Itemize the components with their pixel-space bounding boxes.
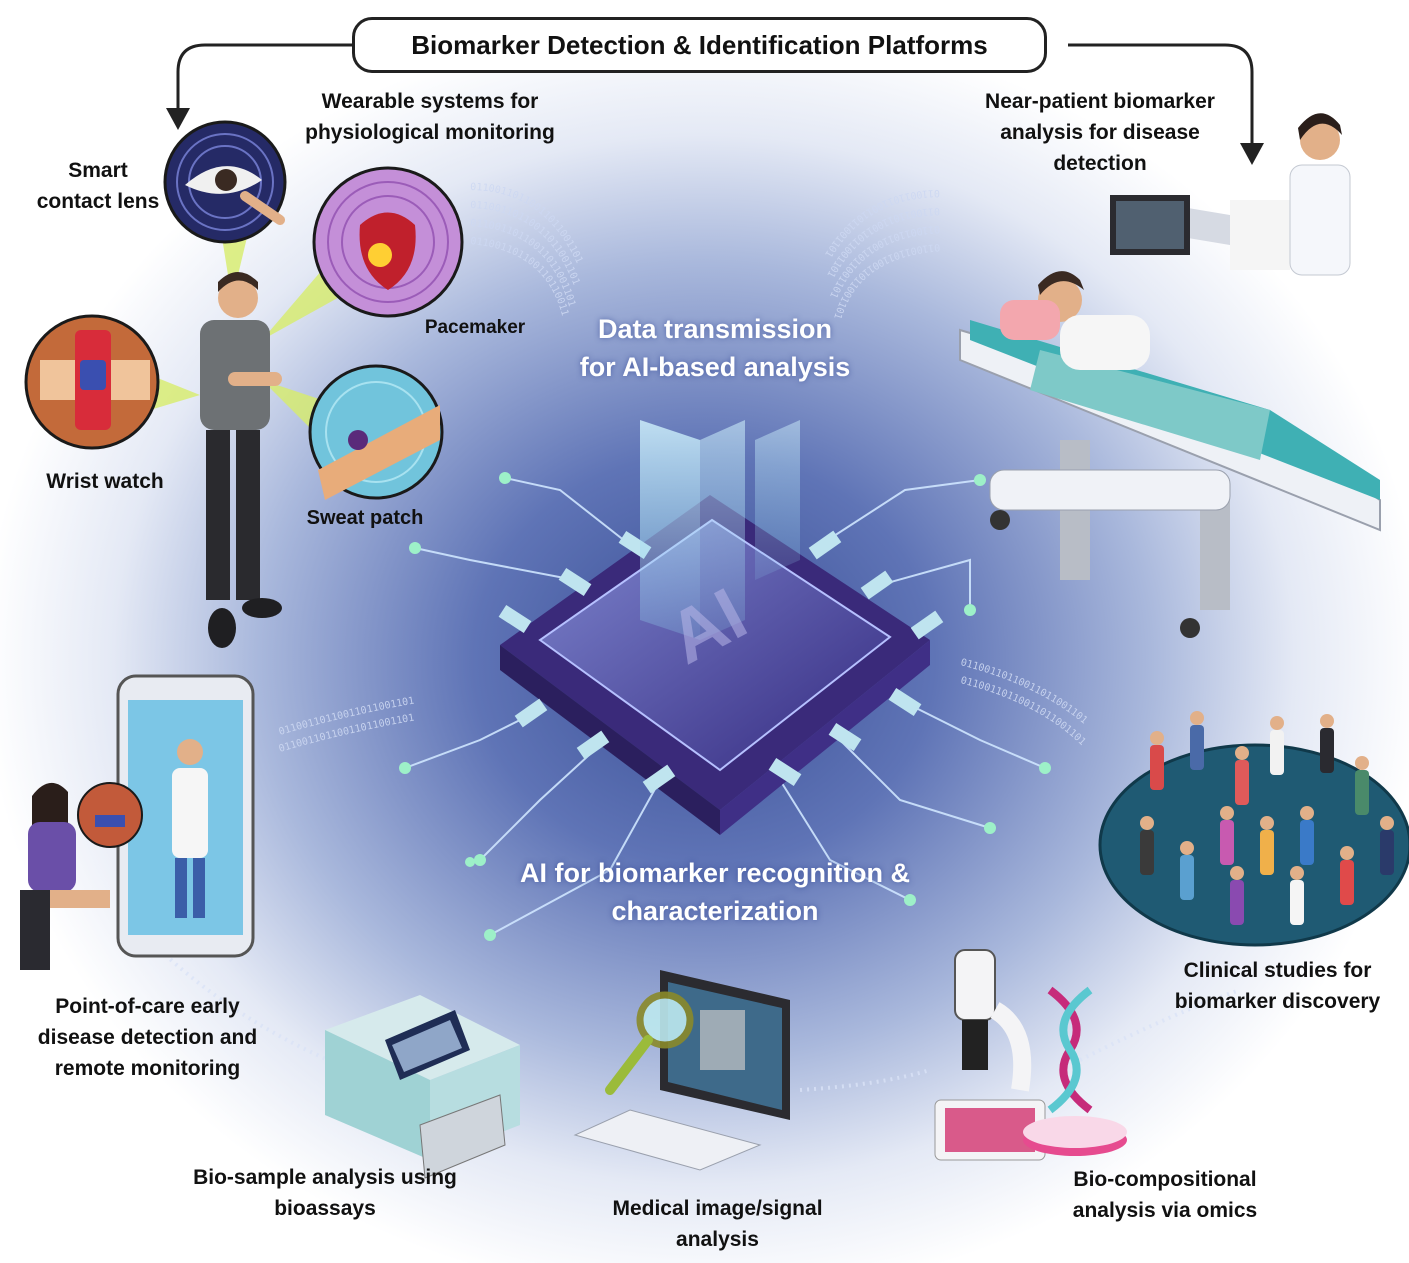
clinical-studies-illustration <box>1098 711 1409 947</box>
ai-recognition-label: AI for biomarker recognition &characteri… <box>519 858 911 926</box>
circuit-traces <box>404 477 1046 936</box>
arrow-right <box>1068 43 1254 145</box>
point-of-care-illustration <box>20 674 255 970</box>
sweat-patch-circle <box>308 364 444 500</box>
pacemaker-label: Pacemaker <box>424 317 526 338</box>
data-tower <box>640 420 700 640</box>
smart-contact-lens-circle <box>163 120 287 244</box>
chip-pins <box>498 530 944 794</box>
arrow-left <box>176 43 352 110</box>
wrist-watch-circle <box>24 314 160 450</box>
sweat-patch-label: Sweat patch <box>306 507 424 529</box>
omics-illustration <box>934 949 1127 1161</box>
near-patient-illustration <box>959 113 1381 638</box>
wrist-watch-label: Wrist watch <box>46 470 164 493</box>
ai-chip: AI <box>498 420 944 835</box>
title-box: Biomarker Detection & Identification Pla… <box>352 17 1047 73</box>
diagram-title: Biomarker Detection & Identification Pla… <box>411 30 988 60</box>
bioassay-illustration <box>325 995 520 1179</box>
pacemaker-circle <box>312 166 464 318</box>
medical-imaging-illustration <box>573 970 790 1171</box>
title-arrows <box>166 43 1264 165</box>
svg-text:01100110110011011001101: 01100110110011011001101 <box>959 657 1089 726</box>
data-orbit-arcs <box>158 948 1241 1117</box>
